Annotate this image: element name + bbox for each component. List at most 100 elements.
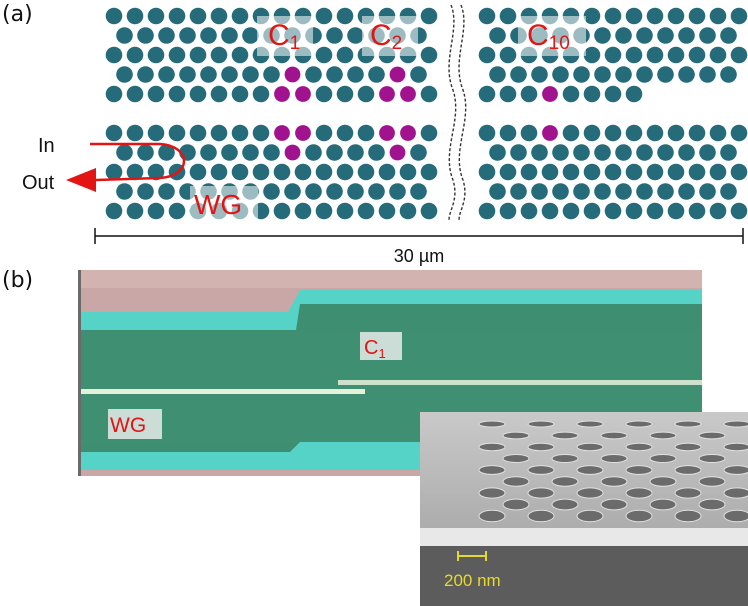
lattice-hole bbox=[478, 163, 496, 181]
in-label: In bbox=[38, 135, 55, 157]
lattice-hole bbox=[189, 46, 207, 64]
sem-scale-label: 200 nm bbox=[444, 571, 501, 590]
lattice-hole bbox=[646, 124, 664, 142]
lattice-hole bbox=[730, 46, 748, 64]
lattice-hole bbox=[336, 124, 354, 142]
lattice-hole bbox=[315, 124, 333, 142]
lattice-hole bbox=[489, 183, 506, 200]
sem-hole bbox=[600, 431, 628, 440]
lattice-hole bbox=[667, 163, 685, 181]
lattice-hole bbox=[594, 183, 611, 200]
lattice-hole bbox=[126, 46, 144, 64]
lattice-hole bbox=[326, 144, 343, 161]
photonic-crystal-schematic: In Out C1 C2 C10 WG 30 µm bbox=[22, 4, 748, 266]
lattice-hole bbox=[688, 7, 706, 25]
lattice-hole bbox=[179, 27, 196, 44]
lattice-hole bbox=[699, 183, 716, 200]
lattice-hole bbox=[168, 46, 186, 64]
lattice-hole bbox=[137, 144, 154, 161]
lattice-hole bbox=[636, 27, 653, 44]
lattice-hole bbox=[231, 163, 249, 181]
lattice-hole bbox=[709, 202, 727, 220]
lattice-hole bbox=[200, 27, 217, 44]
lattice-hole bbox=[252, 85, 270, 103]
lattice-hole bbox=[221, 144, 238, 161]
lattice-hole bbox=[158, 66, 175, 83]
lattice-hole bbox=[273, 163, 291, 181]
lattice-hole bbox=[625, 124, 643, 142]
cavity-hole bbox=[389, 144, 406, 161]
lattice-hole bbox=[646, 46, 664, 64]
lattice-hole bbox=[210, 124, 228, 142]
lattice-hole bbox=[294, 163, 312, 181]
lattice-hole bbox=[126, 163, 144, 181]
lattice-hole bbox=[552, 183, 569, 200]
sem-hole bbox=[576, 487, 604, 499]
hole-lattice-right bbox=[478, 7, 748, 220]
lattice-hole bbox=[541, 163, 559, 181]
cavity-label-c10: C10 bbox=[527, 19, 570, 54]
lattice-hole bbox=[189, 7, 207, 25]
c1-photo-label-backdrop bbox=[360, 332, 402, 360]
lattice-hole bbox=[573, 183, 590, 200]
lattice-hole bbox=[315, 7, 333, 25]
lattice-hole bbox=[604, 202, 622, 220]
lattice-hole bbox=[615, 66, 632, 83]
lattice-hole bbox=[688, 163, 706, 181]
sem-hole-array bbox=[478, 420, 748, 523]
lattice-hole bbox=[699, 27, 716, 44]
lattice-hole bbox=[420, 46, 438, 64]
lattice-hole bbox=[489, 144, 506, 161]
lattice-hole bbox=[625, 85, 643, 103]
lattice-hole bbox=[315, 202, 333, 220]
sem-hole bbox=[502, 498, 530, 511]
sem-hole bbox=[478, 487, 506, 499]
lattice-hole bbox=[231, 124, 249, 142]
lattice-hole bbox=[315, 85, 333, 103]
hole-lattice-left bbox=[105, 7, 438, 220]
lattice-hole bbox=[210, 85, 228, 103]
lattice-hole bbox=[116, 183, 133, 200]
panel-a-label: (a) bbox=[2, 2, 33, 27]
lattice-hole bbox=[499, 46, 517, 64]
cavity-hole bbox=[379, 125, 395, 141]
lattice-hole bbox=[583, 7, 601, 25]
lattice-hole bbox=[399, 202, 417, 220]
lattice-hole bbox=[410, 144, 427, 161]
lattice-hole bbox=[478, 202, 496, 220]
lattice-hole bbox=[615, 27, 632, 44]
lattice-hole bbox=[347, 66, 364, 83]
lattice-hole bbox=[489, 66, 506, 83]
lattice-hole bbox=[531, 144, 548, 161]
lattice-hole bbox=[667, 202, 685, 220]
wg-photo-label-backdrop bbox=[108, 409, 162, 439]
cavity-label-c2: C2 bbox=[370, 19, 402, 54]
lattice-hole bbox=[326, 66, 343, 83]
waveguide-label-a: WG bbox=[194, 189, 242, 220]
lattice-hole bbox=[116, 144, 133, 161]
sem-hole bbox=[723, 509, 748, 523]
lattice-hole bbox=[231, 46, 249, 64]
sem-hole bbox=[625, 442, 653, 452]
lattice-hole bbox=[625, 7, 643, 25]
lattice-hole bbox=[263, 66, 280, 83]
sem-hole bbox=[478, 420, 506, 428]
lattice-hole bbox=[478, 124, 496, 142]
lattice-hole bbox=[105, 46, 123, 64]
c2-label-backdrop bbox=[362, 16, 418, 56]
lattice-hole bbox=[137, 183, 154, 200]
cavity-hole bbox=[295, 86, 311, 102]
lattice-hole bbox=[147, 46, 165, 64]
lattice-hole bbox=[562, 163, 580, 181]
lattice-hole bbox=[499, 7, 517, 25]
lattice-hole bbox=[389, 183, 406, 200]
lattice-hole bbox=[562, 124, 580, 142]
lattice-hole bbox=[158, 183, 175, 200]
lattice-hole bbox=[678, 27, 695, 44]
lattice-hole bbox=[730, 7, 748, 25]
cavity-hole bbox=[295, 125, 311, 141]
lattice-hole bbox=[625, 163, 643, 181]
lattice-hole bbox=[189, 163, 207, 181]
lattice-hole bbox=[678, 144, 695, 161]
